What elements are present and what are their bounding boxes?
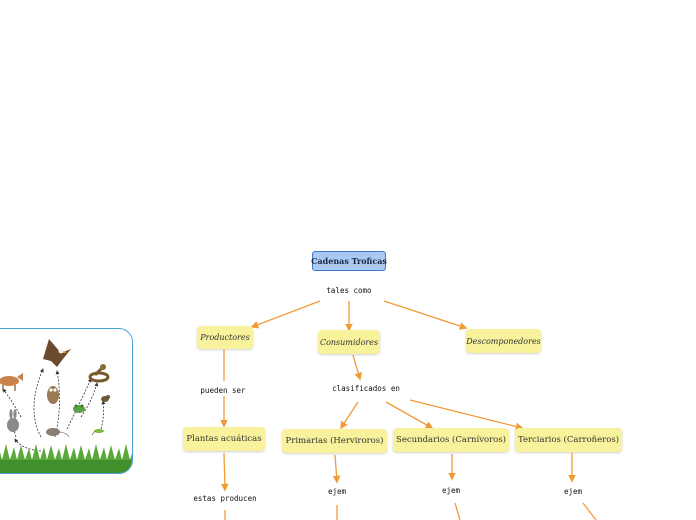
secundarios-ejem-label: ejem [441,486,461,495]
owl-icon [47,386,59,404]
rabbit-icon [7,409,19,432]
primarios-ejem-label: ejem [327,487,347,496]
food-chain-illustration [0,339,132,473]
descomponedores-node[interactable]: Descomponedores [466,329,541,353]
snake-icon [88,364,110,383]
terciarios-ejem-label: ejem [563,487,583,496]
consumidores-connector-label: clasificados en [332,384,400,393]
root-topic[interactable]: Cadenas Troficas [311,251,387,271]
productores-connector-label: pueden ser [200,386,246,395]
fox-icon [0,373,23,391]
arrow-below-terciarios-ejem [582,502,597,520]
productores-node[interactable]: Productores [197,326,253,349]
arrow-to-clasificados [352,354,362,381]
arrow-to-descomponedores [383,300,468,330]
arrow-to-secundarios [385,401,434,429]
food-chain-image[interactable] [0,328,133,474]
arrow-to-productores [250,300,321,329]
primarios-node[interactable]: Primarias (Herviroros) [282,429,387,453]
grass-icon [0,444,132,473]
consumidores-node[interactable]: Consumidores [318,330,380,354]
arrow-to-terciarios [409,399,524,431]
bird-icon [101,395,110,402]
arrow-to-estas-producen [220,452,229,492]
mouse-icon [46,428,70,438]
arrow-to-primarios [340,401,359,430]
arrow-below-secundarios-ejem [454,502,461,520]
eagle-icon [43,339,71,367]
root-connector-label: tales como [326,286,372,295]
secundarios-node[interactable]: Secundarios (Carnívoros) [393,428,509,452]
arrow-primarios-ejem [332,454,341,484]
plantas-connector-label: estas producen [193,494,257,503]
plantas-acuaticas-node[interactable]: Plantas acuáticas [183,427,265,451]
frog-icon [73,404,85,413]
grasshopper-icon [91,429,104,436]
terciarios-node[interactable]: Terciarios (Carroñeros) [515,428,622,452]
